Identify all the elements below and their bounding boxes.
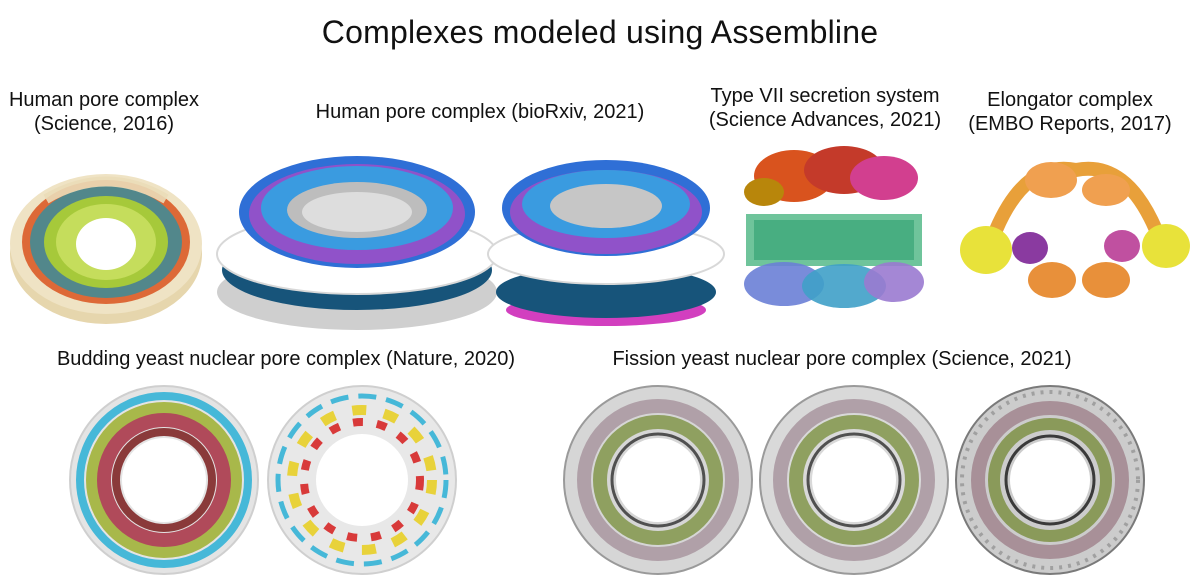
human-pore-2021-model-a: [212, 142, 502, 332]
fission-yeast-model-b: [756, 384, 952, 576]
elongator-complex-model: [956, 150, 1196, 310]
label-line: (Science, 2016): [33, 113, 175, 135]
label-line: Elongator complex: [987, 89, 1153, 111]
budding-yeast-model-a: [68, 384, 260, 576]
budding-yeast-model-b: [266, 384, 458, 576]
fission-yeast-model-a: [560, 384, 756, 576]
human-pore-2021-model-b: [486, 142, 726, 332]
type-vii-secretion-model: [734, 146, 934, 316]
label-line: Fission yeast nuclear pore complex (Scie…: [612, 348, 1072, 370]
label-human-2021: Human pore complex (bioRxiv, 2021): [300, 100, 660, 124]
label-line: (EMBO Reports, 2017): [968, 113, 1172, 135]
human-pore-2016-model: [6, 144, 206, 334]
label-line: Human pore complex: [8, 89, 200, 111]
label-line: Human pore complex (bioRxiv, 2021): [315, 101, 645, 123]
label-human-2016: Human pore complex (Science, 2016): [4, 88, 204, 136]
label-line: Type VII secretion system: [710, 85, 940, 107]
label-fission-yeast: Fission yeast nuclear pore complex (Scie…: [592, 347, 1092, 371]
label-line: (Science Advances, 2021): [708, 109, 942, 131]
label-elongator: Elongator complex (EMBO Reports, 2017): [960, 88, 1180, 136]
label-line: Budding yeast nuclear pore complex (Natu…: [56, 348, 516, 370]
fission-yeast-model-c: [952, 384, 1148, 576]
label-budding-yeast: Budding yeast nuclear pore complex (Natu…: [36, 347, 536, 371]
label-type-vii: Type VII secretion system (Science Advan…: [690, 84, 960, 132]
figure-title: Complexes modeled using Assembline: [321, 14, 879, 50]
